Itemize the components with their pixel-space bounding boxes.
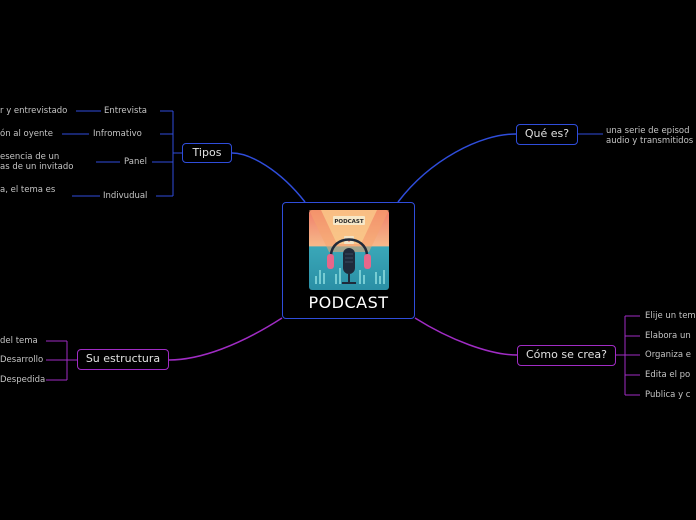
central-topic-podcast[interactable]: PODCAST PODCAST (282, 202, 415, 319)
estructura-item-despedida[interactable]: Despedida (0, 375, 46, 385)
tipos-item-panel[interactable]: Panel (124, 157, 147, 167)
como-se-crea-node[interactable]: Cómo se crea? (517, 345, 616, 366)
su-estructura-node[interactable]: Su estructura (77, 349, 169, 370)
como-item-3[interactable]: Organiza e (645, 350, 691, 360)
estructura-item-tema[interactable]: del tema (0, 336, 38, 346)
estructura-item-desarrollo[interactable]: Desarrollo (0, 355, 44, 365)
podcast-cover-image: PODCAST (309, 210, 389, 290)
como-item-5[interactable]: Publica y c (645, 390, 691, 400)
tipos-item-entrevista[interactable]: Entrevista (104, 106, 147, 116)
tipos-item-individual[interactable]: Indivudual (103, 191, 148, 201)
tipos-note-entrevista[interactable]: r y entrevistado (0, 106, 68, 116)
que-es-note[interactable]: una serie de episod audio y transmitidos (606, 126, 694, 146)
tipos-node[interactable]: Tipos (182, 143, 232, 163)
tipos-note-individual[interactable]: a, el tema es (0, 185, 56, 195)
tipos-item-informativo[interactable]: Infromativo (93, 129, 142, 139)
como-item-1[interactable]: Elije un tem (645, 311, 696, 321)
tipos-note-panel[interactable]: esencia de un as de un invitado (0, 152, 74, 172)
tipos-note-informativo[interactable]: ón al oyente (0, 129, 53, 139)
como-item-2[interactable]: Elabora un (645, 331, 691, 341)
central-title: PODCAST (308, 293, 389, 312)
que-es-node[interactable]: Qué es? (516, 124, 578, 145)
como-item-4[interactable]: Edita el po (645, 370, 691, 380)
cover-title-text: PODCAST (334, 219, 364, 225)
